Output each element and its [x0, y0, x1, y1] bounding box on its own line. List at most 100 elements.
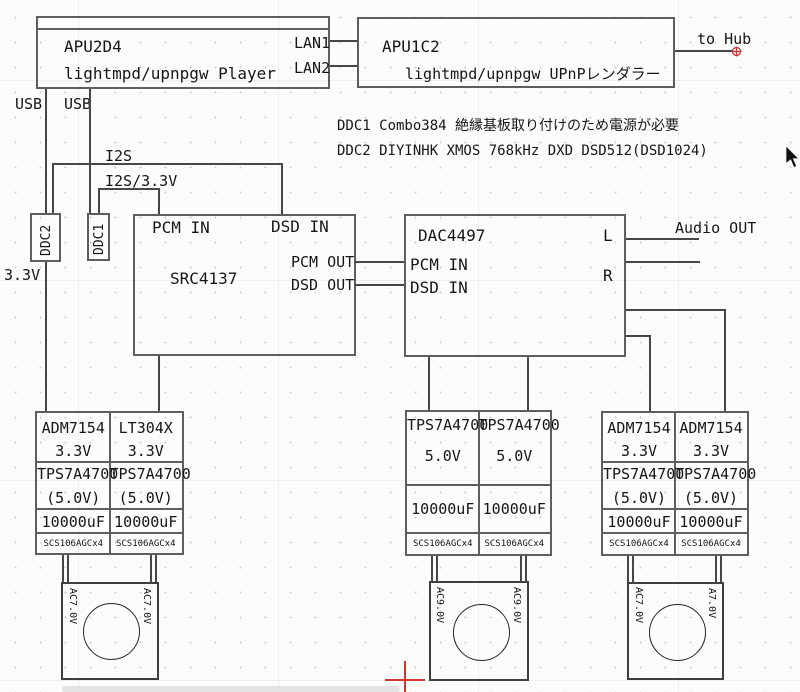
v33-label[interactable]: 3.3V [4, 266, 41, 284]
psu-cell: (5.0V) [611, 489, 667, 507]
transformer-right-voltage-l: AC7.0V [633, 587, 644, 624]
transformer-mid-voltage-l: AC9.0V [434, 587, 445, 624]
audio-out-label[interactable]: Audio OUT [675, 219, 757, 237]
psu-mid-col2: TPS7A4700 5.0V 10000uF SCS106AGCx4 [478, 412, 560, 554]
wire-pcm[interactable] [355, 261, 404, 263]
wire-dac-power3-v[interactable] [428, 357, 430, 410]
dac-out-r: R [603, 266, 613, 285]
wire-lan2[interactable] [330, 65, 357, 67]
dac-pcm-in: PCM IN [410, 255, 468, 274]
lead-tr-left-1[interactable] [62, 555, 69, 582]
note-ddc2[interactable]: DDC2 DIYINHK XMOS 768kHz DXD DSD512(DSD1… [337, 143, 708, 159]
psu-cell: 10000uF [41, 513, 105, 531]
psu-cell: SCS106AGCx4 [43, 539, 104, 549]
psu-cell: (5.0V) [683, 489, 739, 507]
psu-cell: SCS106AGCx4 [484, 539, 545, 549]
i2s-label[interactable]: I2S [105, 147, 133, 165]
transformer-right-voltage-r: A7.0V [706, 588, 717, 619]
component-ddc1[interactable]: DDC1 [87, 213, 110, 261]
apu1c2-title[interactable]: APU1C2 [382, 37, 440, 56]
wire-i2s-left-v[interactable] [52, 163, 54, 213]
transformer-left[interactable]: AC7.0V AC7.0V [61, 582, 159, 680]
transformer-mid[interactable]: AC9.0V AC9.0V [429, 581, 529, 681]
psu-cell: 3.3V [127, 442, 164, 460]
wire-i2s33-right-v[interactable] [158, 188, 160, 214]
psu-block-right[interactable]: ADM7154 3.3V TPS7A4700 (5.0V) 10000uF SC… [601, 411, 757, 556]
psu-block-mid[interactable]: TPS7A4700 5.0V 10000uF SCS106AGCx4 TPS7A… [405, 410, 560, 556]
ddc1-label: DDC1 [92, 223, 107, 255]
wire-src-power[interactable] [158, 356, 160, 411]
dac-title: DAC4497 [418, 226, 486, 245]
psu-mid-hdivider-2 [407, 532, 550, 534]
psu-cell: 10000uF [607, 513, 671, 531]
note-ddc1[interactable]: DDC1 Combo384 絶縁基板取り付けのため電源が必要 [337, 118, 680, 134]
psu-cell: SCS106AGCx4 [681, 539, 741, 549]
component-apu1c2[interactable]: APU1C2 lightmpd/upnpgw UPnPレンダラー [357, 17, 675, 88]
unconnected-pin-marker-icon [731, 46, 742, 57]
apu1c2-subtitle[interactable]: lightmpd/upnpgw UPnPレンダラー [405, 65, 661, 83]
toroid-circle [453, 604, 510, 661]
to-hub-label[interactable]: to Hub [697, 30, 752, 48]
psu-cell: SCS106AGCx4 [412, 539, 473, 549]
psu-cell: 10000uF [679, 513, 743, 531]
transformer-right[interactable]: AC7.0V A7.0V [627, 582, 724, 680]
psu-right-hdivider-3 [603, 532, 747, 534]
psu-cell: LT304X [118, 419, 173, 437]
usb-label-right[interactable]: USB [64, 95, 92, 113]
pin-lan1[interactable]: LAN1 [294, 34, 331, 52]
transformer-left-voltage-l: AC7.0V [67, 588, 78, 625]
psu-cell: 5.0V [496, 447, 533, 465]
wire-dac-power1-v[interactable] [724, 309, 726, 411]
component-src4137[interactable]: PCM IN DSD IN SRC4137 PCM OUT DSD OUT [133, 214, 356, 356]
wire-i2s-h[interactable] [52, 163, 283, 165]
lead-tr-right-1[interactable] [627, 556, 634, 582]
wire-i2s33-left-v[interactable] [98, 188, 100, 213]
component-dac4497[interactable]: DAC4497 PCM IN DSD IN L R [404, 214, 626, 357]
psu-cell: TPS7A4700 [675, 465, 757, 483]
apu2d4-subtitle[interactable]: lightmpd/upnpgw Player [64, 64, 276, 83]
title-strip-line [38, 28, 328, 30]
psu-cell: ADM7154 [41, 419, 105, 437]
wire-to-hub[interactable] [675, 50, 733, 52]
src-title: SRC4137 [170, 269, 238, 288]
dac-dsd-in: DSD IN [410, 278, 468, 297]
wire-usb-ddc1[interactable] [89, 89, 91, 213]
wire-lan1[interactable] [330, 40, 357, 42]
psu-block-left[interactable]: ADM7154 3.3V TPS7A4700 (5.0V) 10000uF SC… [35, 411, 191, 555]
psu-cell: ADM7154 [607, 419, 671, 437]
psu-cell: TPS7A4700 [478, 416, 560, 434]
apu2d4-title[interactable]: APU2D4 [64, 37, 122, 56]
psu-left-hdivider-3 [37, 532, 182, 534]
src-dsd-out: DSD OUT [291, 276, 355, 294]
wire-dsd[interactable] [355, 284, 404, 286]
psu-mid-col1: TPS7A4700 5.0V 10000uF SCS106AGCx4 [407, 412, 489, 554]
dac-out-l: L [603, 226, 613, 245]
lead-tr-mid-2[interactable] [520, 556, 527, 581]
lead-tr-mid-1[interactable] [431, 556, 438, 581]
usb-label-left[interactable]: USB [15, 95, 43, 113]
component-ddc2[interactable]: DDC2 [30, 213, 61, 262]
lead-tr-right-2[interactable] [715, 556, 722, 582]
psu-left-hdivider-1 [37, 461, 182, 463]
pin-lan2[interactable]: LAN2 [294, 59, 331, 77]
wire-audio-r[interactable] [626, 261, 700, 263]
horizontal-scrollbar[interactable] [62, 686, 400, 692]
src-dsd-in: DSD IN [271, 217, 329, 236]
component-apu2d4[interactable]: APU2D4 lightmpd/upnpgw Player LAN1 LAN2 [36, 16, 330, 89]
psu-cell: TPS7A4700 [407, 416, 489, 434]
i2s33-label[interactable]: I2S/3.3V [105, 172, 178, 190]
wire-audio-l[interactable] [626, 238, 699, 240]
psu-right-col1: ADM7154 3.3V TPS7A4700 (5.0V) 10000uF SC… [603, 413, 684, 554]
psu-right-hdivider-1 [603, 461, 747, 463]
wire-i2s-right-v[interactable] [281, 163, 283, 214]
wire-dac-power2-h[interactable] [626, 335, 651, 337]
wire-dac-power2-v[interactable] [649, 335, 651, 411]
psu-cell: 5.0V [424, 447, 461, 465]
lead-tr-left-2[interactable] [150, 555, 157, 582]
wire-dac-power1-h[interactable] [626, 309, 726, 311]
wire-dac-power4-v[interactable] [527, 357, 529, 410]
wire-usb-ddc2[interactable] [45, 89, 47, 213]
wire-i2s33-h[interactable] [98, 188, 160, 190]
wire-ddc2-power[interactable] [45, 262, 47, 411]
